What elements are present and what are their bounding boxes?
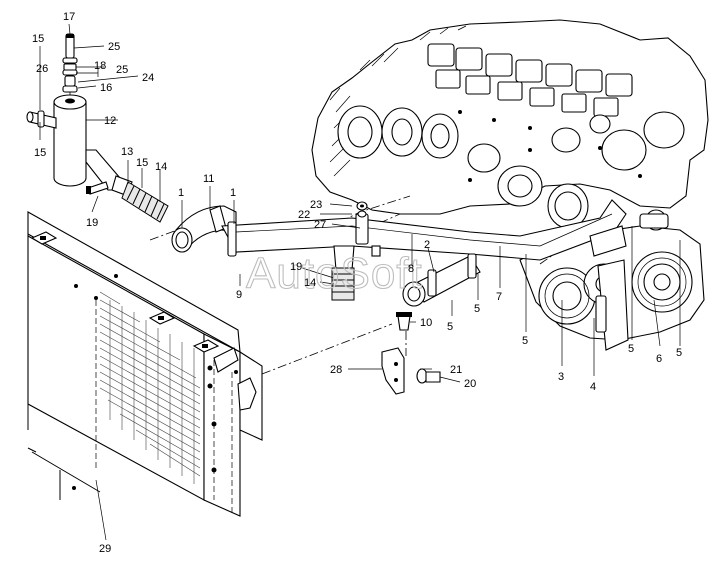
callout-8: 8 — [408, 263, 414, 275]
callout-labels: 17 25 15 26 18 25 24 16 12 15 13 15 14 1… — [32, 11, 682, 555]
callout-14: 14 — [155, 161, 167, 173]
callout-21: 21 — [450, 364, 462, 376]
callout-25: 25 — [108, 41, 120, 53]
callout-16: 16 — [100, 82, 112, 94]
callout-3: 3 — [558, 371, 564, 383]
callout-27: 27 — [314, 219, 326, 231]
callout-29: 29 — [99, 543, 111, 555]
callout-15: 15 — [136, 157, 148, 169]
callout-19: 19 — [86, 217, 98, 229]
callout-22: 22 — [298, 209, 310, 221]
callout-5: 5 — [474, 303, 480, 315]
callout-26: 26 — [36, 63, 48, 75]
callout-23: 23 — [310, 199, 322, 211]
coolant-pipe — [171, 199, 669, 395]
callout-5: 5 — [628, 343, 634, 355]
callout-5: 5 — [676, 347, 682, 359]
callout-18: 18 — [94, 60, 106, 72]
radiator-panel — [27, 211, 263, 517]
callout-20: 20 — [464, 378, 476, 390]
callout-5: 5 — [447, 321, 453, 333]
callout-11: 11 — [203, 173, 214, 185]
watermark-text: AutoSoft — [246, 249, 423, 298]
callout-15: 15 — [34, 147, 46, 159]
callout-9: 9 — [236, 289, 242, 301]
callout-5: 5 — [522, 335, 528, 347]
expansion-tank-assembly — [26, 33, 169, 223]
callout-19: 19 — [290, 261, 302, 273]
callout-15: 15 — [32, 33, 44, 45]
callout-28: 28 — [330, 364, 342, 376]
callout-4: 4 — [590, 381, 596, 393]
callout-13: 13 — [121, 146, 133, 158]
callout-24: 24 — [142, 72, 154, 84]
callout-25: 25 — [116, 64, 128, 76]
callout-12: 12 — [104, 115, 116, 127]
callout-2: 2 — [424, 239, 430, 251]
callout-17: 17 — [63, 11, 75, 23]
callout-1: 1 — [230, 187, 236, 199]
callout-1: 1 — [178, 187, 184, 199]
callout-7: 7 — [496, 291, 502, 303]
callout-6: 6 — [656, 353, 662, 365]
callout-14: 14 — [304, 277, 316, 289]
callout-10: 10 — [420, 317, 432, 329]
callout-leaders — [39, 23, 681, 541]
